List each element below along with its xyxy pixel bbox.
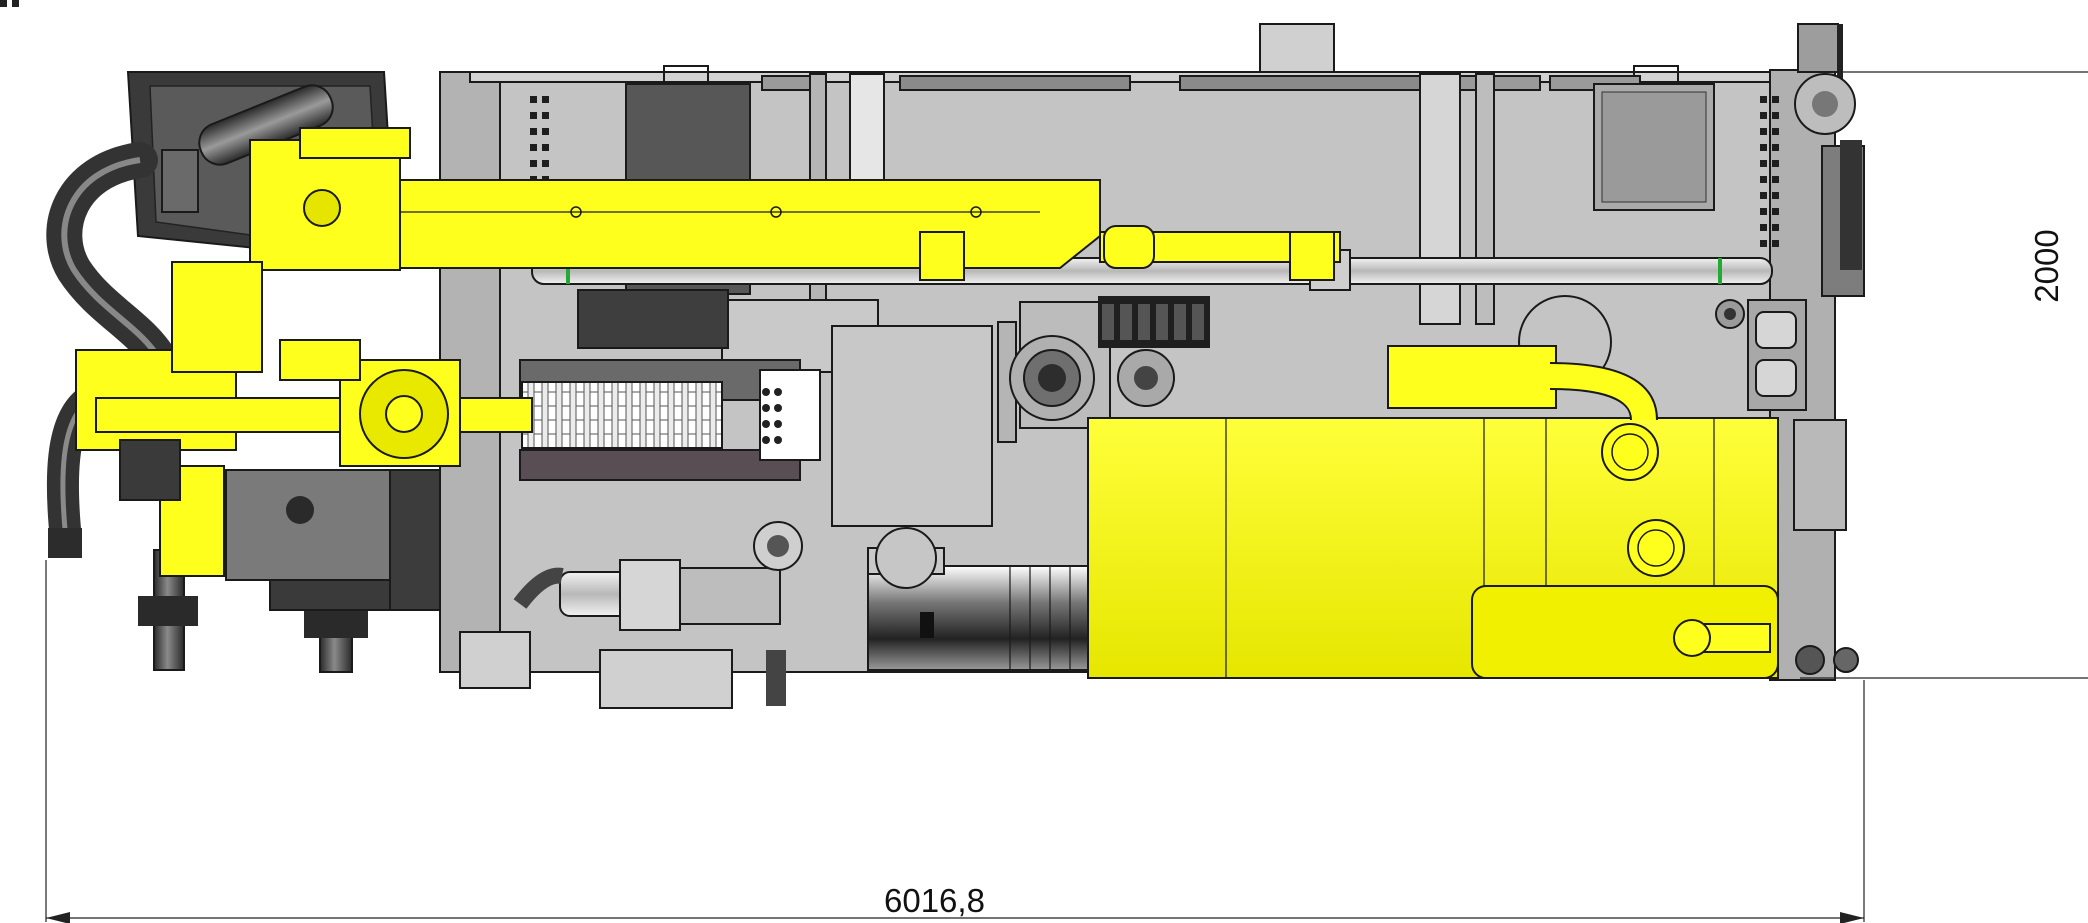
pump-cluster bbox=[225, 469, 441, 611]
roller-conveyor bbox=[519, 359, 821, 481]
valve-block bbox=[1098, 296, 1210, 348]
rivet-columns bbox=[0, 0, 19, 7]
width-dimension-label: 2000 bbox=[2028, 229, 2065, 303]
dimension-lines bbox=[45, 71, 2088, 922]
length-dimension-label: 6016,8 bbox=[884, 882, 985, 919]
rivet-grid-right bbox=[1760, 96, 1779, 247]
bottom-left-boxes bbox=[459, 631, 786, 709]
exhaust-silencer bbox=[513, 521, 803, 631]
drill-head bbox=[75, 261, 533, 577]
round-flange bbox=[1009, 335, 1175, 421]
top-handles bbox=[663, 23, 1843, 87]
boom-arm bbox=[249, 127, 1341, 281]
hydraulic-tank bbox=[1087, 345, 1779, 679]
right-end-equipment bbox=[1715, 73, 1865, 675]
dimension-arrows bbox=[46, 912, 1864, 923]
